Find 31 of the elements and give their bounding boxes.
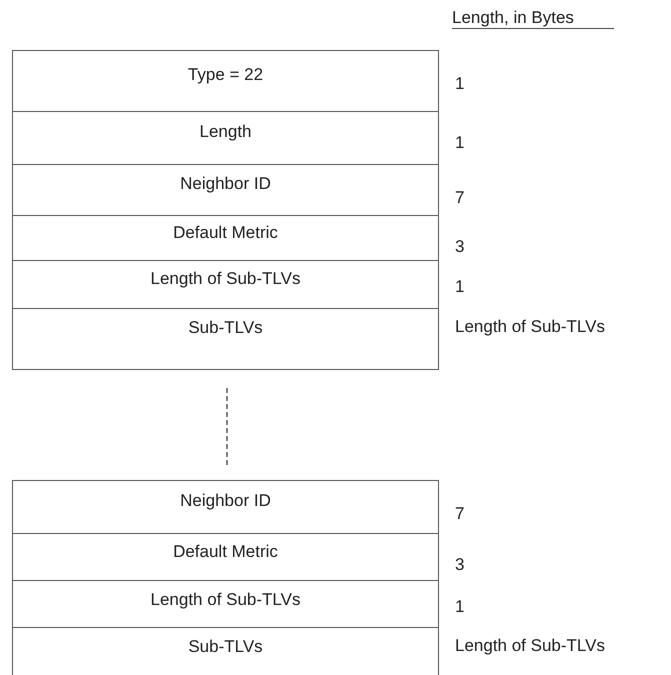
packet-field [12, 308, 439, 370]
column-heading: Length, in Bytes [452, 8, 614, 29]
field-name: Length [198, 122, 252, 142]
field-length: 7 [455, 188, 464, 208]
field-name: Sub-TLVs [187, 637, 264, 657]
field-name: Type = 22 [186, 65, 264, 85]
packet-field [12, 627, 439, 675]
packet-field [12, 580, 439, 628]
packet-field [12, 111, 439, 165]
field-length: 7 [455, 504, 464, 524]
field-length: 1 [455, 74, 464, 94]
field-name: Neighbor ID [179, 174, 272, 194]
field-length: Length of Sub-TLVs [455, 636, 605, 656]
field-length: 1 [455, 277, 464, 297]
field-name: Sub-TLVs [187, 318, 264, 338]
field-length: Length of Sub-TLVs [455, 317, 605, 337]
packet-field [12, 480, 439, 534]
packet-field [12, 260, 439, 309]
field-name: Default Metric [172, 223, 279, 243]
field-length: 1 [455, 133, 464, 153]
packet-field [12, 215, 439, 261]
field-length: 3 [455, 237, 464, 257]
packet-field [12, 164, 439, 216]
field-length: 3 [455, 555, 464, 575]
field-name: Length of Sub-TLVs [150, 590, 302, 610]
field-name: Length of Sub-TLVs [150, 269, 302, 289]
packet-field [12, 50, 439, 112]
field-name: Neighbor ID [179, 491, 272, 511]
field-length: 1 [455, 597, 464, 617]
field-name: Default Metric [172, 542, 279, 562]
packet-field [12, 533, 439, 581]
